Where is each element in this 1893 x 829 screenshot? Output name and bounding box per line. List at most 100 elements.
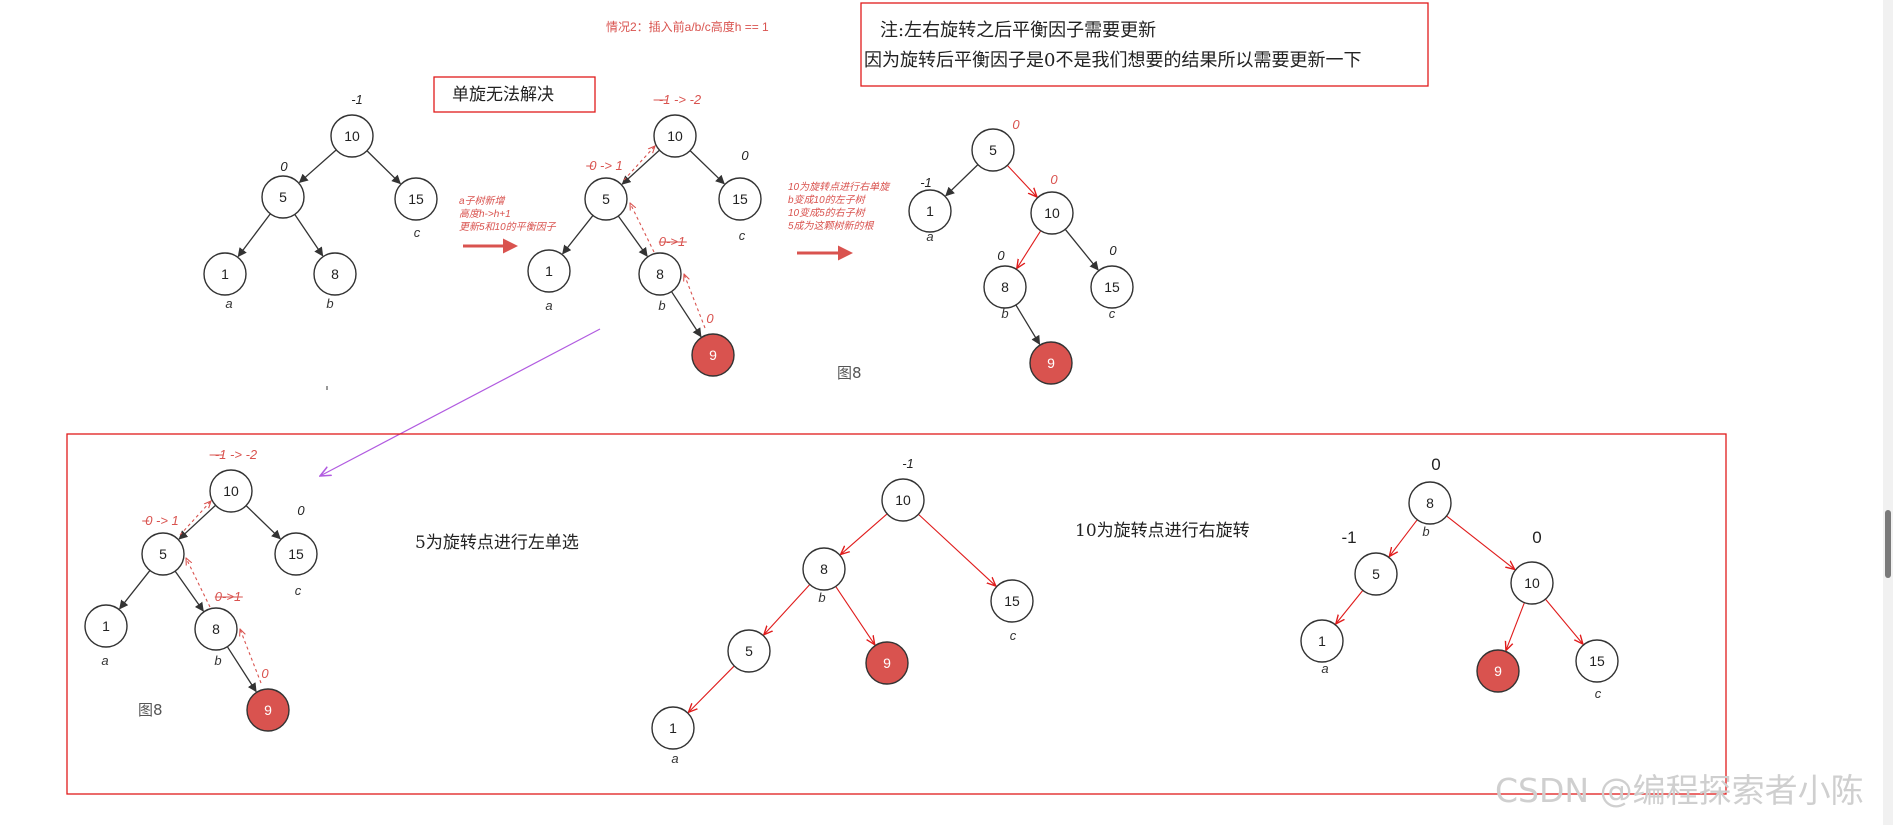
node-label: 15 xyxy=(732,191,748,207)
node-label: 8 xyxy=(1426,495,1434,511)
tree-node xyxy=(84,604,128,648)
tree-edge xyxy=(617,215,648,257)
tree-edge xyxy=(178,504,217,540)
tree-node xyxy=(330,114,374,158)
tree-edge xyxy=(945,164,979,197)
balance-factor-label: -1 xyxy=(902,456,914,471)
node-label: 15 xyxy=(288,546,304,562)
node-label: 1 xyxy=(669,720,677,736)
tree-edge xyxy=(298,149,337,184)
tree-edge xyxy=(1015,304,1041,345)
tree-node xyxy=(203,252,247,296)
subtree-label: a xyxy=(1321,661,1328,676)
tree-edge xyxy=(841,513,888,555)
balance-factor-label: 0 xyxy=(297,503,305,518)
node-label: 5 xyxy=(1372,566,1380,582)
tree-node xyxy=(274,532,318,576)
node-label: 10 xyxy=(667,128,683,144)
tree-node xyxy=(1300,619,1344,663)
update-arrow xyxy=(623,146,655,181)
node-label: 8 xyxy=(656,266,664,282)
tree-edge xyxy=(621,149,660,185)
tree-edge xyxy=(226,646,257,693)
tree-node xyxy=(141,532,185,576)
tree-edge xyxy=(237,213,271,258)
tree-edge xyxy=(1389,519,1418,557)
tree-node xyxy=(1510,561,1554,605)
update-arrow xyxy=(630,203,655,253)
node-label: 1 xyxy=(1318,633,1326,649)
note-box xyxy=(860,2,1429,87)
tree-node xyxy=(990,579,1034,623)
figure-label-top: 图8 xyxy=(837,364,862,382)
node-label: 8 xyxy=(331,266,339,282)
bottom-panel-box xyxy=(66,433,1727,795)
tree-edge xyxy=(835,586,875,644)
balance-factor-label: 0 xyxy=(280,159,288,174)
tree-node xyxy=(802,547,846,591)
balance-factor-label: -1 xyxy=(920,175,932,190)
tree-node xyxy=(584,177,628,221)
tree-edge xyxy=(174,570,204,612)
tree-node xyxy=(971,128,1015,172)
watermark: CSDN @编程探索者小陈 xyxy=(1495,771,1864,810)
tree-node xyxy=(1575,639,1619,683)
scrollbar-thumb[interactable] xyxy=(1885,510,1891,578)
tree-node xyxy=(718,177,762,221)
node-label: 10 xyxy=(1524,575,1540,591)
step1-line-3: 更新5和10的平衡因子 xyxy=(459,221,557,233)
step2-line-2: b变成10的左子树 xyxy=(788,194,867,206)
node-label: 8 xyxy=(820,561,828,577)
node-label: 9 xyxy=(264,702,272,718)
subtree-label: c xyxy=(295,583,302,598)
subtree-label: b xyxy=(818,590,825,605)
tree-edge xyxy=(688,665,735,712)
balance-factor-label: 0 xyxy=(741,148,749,163)
step2-line-4: 5成为这颗树新的根 xyxy=(788,220,875,232)
tree-node xyxy=(313,252,357,296)
balance-factor-label: -1 xyxy=(351,92,363,107)
node-label: 5 xyxy=(745,643,753,659)
balance-factor-label: -1 xyxy=(1341,528,1356,547)
scrollbar-track[interactable] xyxy=(1883,0,1893,825)
tree-node xyxy=(1408,481,1452,525)
note-line-1: 注:左右旋转之后平衡因子需要更新 xyxy=(880,20,1156,41)
case-header: 情况2：插入前a/b/c高度h == 1 xyxy=(606,19,769,34)
tree-node xyxy=(209,469,253,513)
tree-edge xyxy=(245,505,281,540)
tree-node xyxy=(261,175,305,219)
tree-node xyxy=(1090,265,1134,309)
tree-edge xyxy=(918,513,995,586)
tree-edge xyxy=(366,150,401,185)
node-label: 1 xyxy=(545,263,553,279)
subtree-label: a xyxy=(926,229,933,244)
tree-edge xyxy=(1336,590,1364,624)
node-label: 10 xyxy=(223,483,239,499)
subtree-label: a xyxy=(671,751,678,766)
node-label: 15 xyxy=(1589,653,1605,669)
node-label: 10 xyxy=(895,492,911,508)
node-label: 5 xyxy=(602,191,610,207)
node-label: 1 xyxy=(221,266,229,282)
node-label: 5 xyxy=(989,142,997,158)
node-label: 8 xyxy=(212,621,220,637)
balance-factor-update-label: 0 -> 1 xyxy=(589,158,623,173)
tree-node xyxy=(1030,191,1074,235)
node-label: 9 xyxy=(1494,663,1502,679)
balance-factor-update-label: 0 xyxy=(261,666,269,681)
tree-node xyxy=(1354,552,1398,596)
step1-line-2: 高度h->h+1 xyxy=(459,208,511,220)
tree-node xyxy=(653,114,697,158)
subtree-label: c xyxy=(739,228,746,243)
tree-edge xyxy=(294,214,324,257)
step2-line-3: 10变成5的右子树 xyxy=(788,207,867,219)
balance-factor-update-label: 0 xyxy=(706,311,714,326)
